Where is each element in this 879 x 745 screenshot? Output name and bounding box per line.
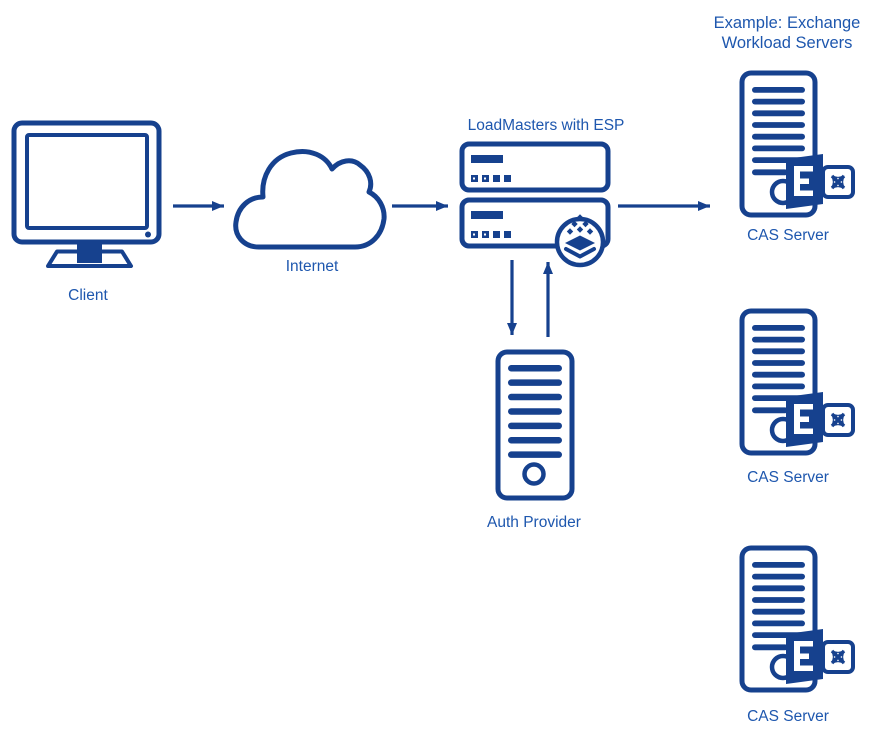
esp-pixel-diamonds xyxy=(566,214,594,235)
internet-node: Internet xyxy=(233,149,387,275)
server-tower-exchange-icon xyxy=(742,311,853,453)
monitor-frame xyxy=(11,120,162,245)
auth-power-button-icon xyxy=(522,462,546,486)
auth-vent-bars xyxy=(508,365,562,458)
monitor-icon xyxy=(11,120,162,268)
cas-server-node-1: CAS Server xyxy=(742,73,853,244)
cas-server-label-1: CAS Server xyxy=(747,227,829,244)
monitor-neck xyxy=(77,241,102,263)
cas-server-node-3: CAS Server xyxy=(742,548,853,725)
client-label: Client xyxy=(68,287,108,304)
server-tower-exchange-icon xyxy=(742,73,853,215)
cloud-icon xyxy=(233,149,387,250)
monitor-led xyxy=(145,231,151,238)
server-tower-icon xyxy=(495,349,575,501)
esp-layers-badge-icon xyxy=(554,214,606,268)
cas-server-label-2: CAS Server xyxy=(747,469,829,486)
loadmaster-unit-1-icon xyxy=(462,144,608,190)
server-tower-exchange-icon xyxy=(742,548,853,690)
internet-label: Internet xyxy=(286,258,339,275)
auth-provider-label: Auth Provider xyxy=(487,514,581,531)
page-title: Example: Exchange Workload Servers xyxy=(714,14,861,52)
loadmasters-label: LoadMasters with ESP xyxy=(468,117,625,134)
cas-server-node-2: CAS Server xyxy=(742,311,853,486)
cas-server-label-3: CAS Server xyxy=(747,708,829,725)
loadmasters-node: LoadMasters with ESP xyxy=(462,117,625,268)
page-title-line1: Example: Exchange xyxy=(714,14,861,32)
monitor-screen xyxy=(25,133,149,230)
auth-provider-node: Auth Provider xyxy=(487,349,581,531)
page-title-line2: Workload Servers xyxy=(722,34,853,52)
client-node: Client xyxy=(11,120,162,304)
